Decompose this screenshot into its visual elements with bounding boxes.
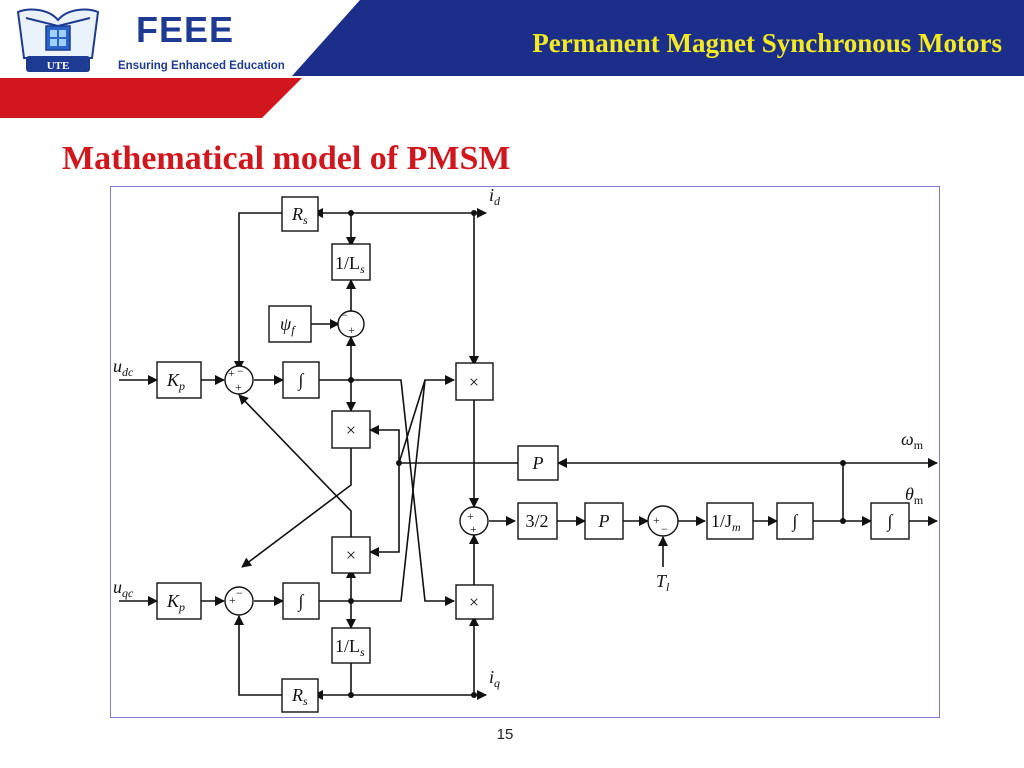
inv-jm-block	[706, 502, 754, 540]
output-wm-label: ωm	[901, 429, 924, 452]
junction-dots	[348, 210, 846, 698]
sign-psi-left: −	[341, 308, 348, 322]
inv-ls-top-block	[331, 243, 371, 281]
diagram-blocks	[156, 196, 910, 713]
sign-uq-top: −	[236, 586, 243, 600]
integrator-q-label: ∫	[298, 591, 305, 612]
sum-psi	[337, 310, 365, 338]
sign-ud-bottom: +	[235, 380, 242, 394]
mult-q-block	[331, 536, 371, 574]
mult-d-label: ×	[346, 420, 356, 440]
input-uqc-label: uqc	[113, 577, 134, 600]
p-feedback-label: P	[532, 453, 544, 473]
sign-load-bottom: −	[661, 522, 668, 536]
integrator-omega-label: ∫	[792, 511, 799, 532]
kp-bottom-label: Kp	[166, 591, 185, 614]
sign-psi-bottom: +	[348, 323, 355, 337]
mult-bottom-right-label: ×	[469, 592, 479, 612]
mult-q-label: ×	[346, 545, 356, 565]
output-iq-label: iq	[489, 667, 500, 690]
slide-header: UTE FEEE Ensuring Enhanced Education Per…	[0, 0, 1024, 120]
pmsm-block-diagram: Rs 1/Ls ψf Kp ∫ × × P 3/2 P 1/Jm ∫ ∫ × K…	[110, 185, 940, 718]
integrator-omega-block	[776, 502, 814, 540]
p-forward-label: P	[598, 511, 610, 531]
integrator-theta-block	[870, 502, 910, 540]
header-banner: UTE	[0, 0, 1024, 118]
brand-name: FEEE	[136, 9, 235, 50]
ute-logo-icon	[16, 8, 100, 72]
sign-ud-top: −	[237, 364, 244, 378]
sum-torque	[459, 506, 489, 536]
logo-badge-text: UTE	[47, 60, 70, 72]
header-navy-band	[292, 0, 1024, 76]
three-halves-label: 3/2	[525, 511, 548, 531]
integrator-theta-label: ∫	[887, 511, 894, 532]
three-halves-block	[517, 502, 558, 540]
output-thm-label: θm	[905, 484, 924, 507]
signal-wires	[119, 208, 938, 700]
rs-top-label: Rs	[291, 204, 308, 227]
sign-torque-bottom: +	[470, 522, 477, 536]
sum-load	[647, 505, 679, 537]
header-red-band	[0, 78, 302, 118]
kp-bottom-block	[156, 582, 202, 620]
summing-junctions	[224, 310, 679, 616]
kp-top-label: Kp	[166, 370, 185, 393]
brand-tagline: Ensuring Enhanced Education	[118, 60, 285, 72]
sum-ud	[224, 365, 254, 395]
sign-uq-left: +	[229, 593, 236, 607]
mult-top-right-block	[455, 362, 494, 401]
page-number: 15	[496, 726, 514, 743]
mult-top-right-label: ×	[469, 372, 479, 392]
integrator-d-label: ∫	[298, 370, 305, 391]
sign-torque-top: +	[467, 509, 474, 523]
mult-bottom-right-block	[455, 584, 494, 620]
rs-bottom-label: Rs	[291, 685, 308, 708]
sum-uq	[224, 586, 254, 616]
input-tl-label: Tl	[656, 571, 670, 594]
rs-bottom-block	[281, 678, 319, 713]
integrator-q-block	[282, 582, 320, 620]
kp-top-block	[156, 361, 202, 399]
slide-title: Permanent Magnet Synchronous Motors	[532, 28, 1002, 58]
integrator-d-block	[282, 361, 320, 399]
mult-d-block	[331, 410, 371, 449]
sign-ud-left: +	[228, 366, 235, 380]
output-id-label: id	[489, 187, 501, 208]
inv-jm-label: 1/Jm	[711, 511, 741, 534]
psi-f-block	[268, 305, 312, 343]
rs-top-block	[281, 196, 319, 232]
input-udc-label: udc	[113, 356, 134, 379]
psi-f-label: ψf	[280, 314, 296, 337]
p-feedback-block	[517, 445, 559, 481]
p-forward-block	[584, 502, 624, 540]
section-heading: Mathematical model of PMSM	[62, 140, 511, 177]
inv-ls-top-label: 1/Ls	[335, 253, 365, 276]
diagram-canvas: Rs 1/Ls ψf Kp ∫ × × P 3/2 P 1/Jm ∫ ∫ × K…	[113, 185, 938, 713]
sign-load-left: +	[653, 513, 660, 527]
inv-ls-bottom-block	[331, 627, 371, 664]
inv-ls-bottom-label: 1/Ls	[335, 636, 365, 659]
